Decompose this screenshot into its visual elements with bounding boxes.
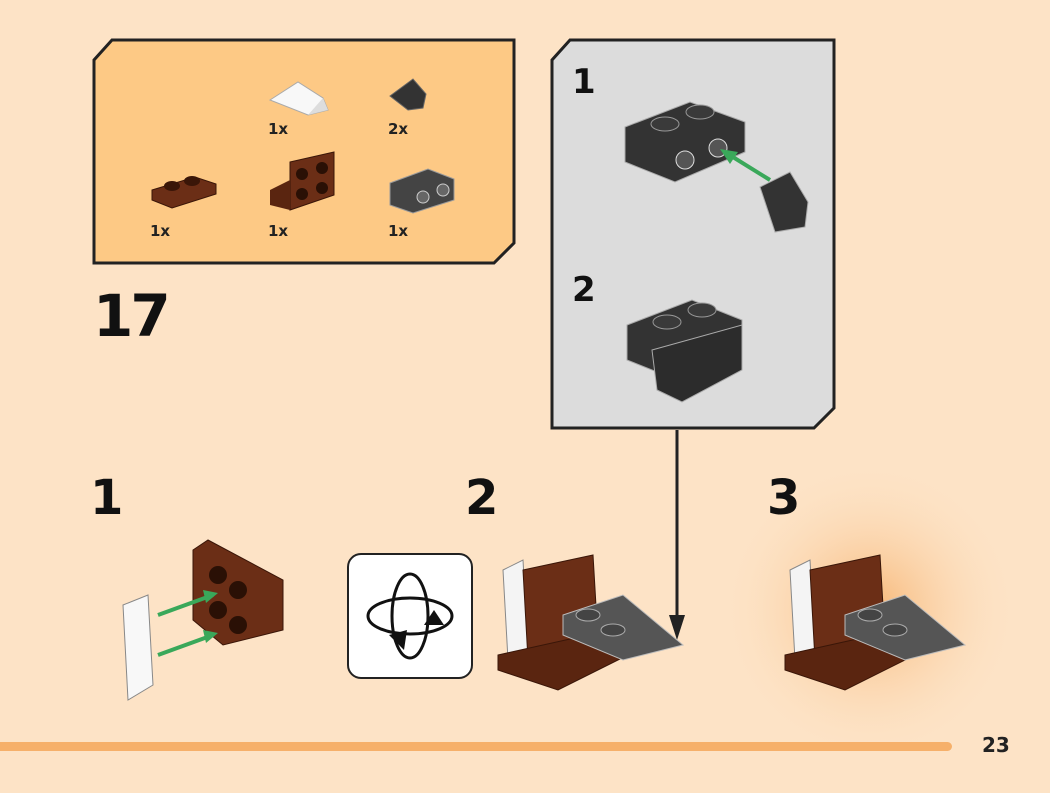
substep3-illustration xyxy=(784,554,967,691)
substep-number: 3 xyxy=(767,470,801,526)
rotate-model-icon xyxy=(347,553,473,679)
substep2-illustration xyxy=(497,554,685,691)
page-number: 23 xyxy=(982,733,1010,757)
sub-build-step-number: 2 xyxy=(572,270,596,310)
sub-build-arrow xyxy=(669,430,685,640)
substep1-illustration xyxy=(122,539,284,701)
part-qty: 1x xyxy=(388,222,409,240)
substep-number: 2 xyxy=(465,470,499,526)
part-qty: 1x xyxy=(268,120,289,138)
sub-build-step2-illustration xyxy=(626,299,743,403)
page-footer-rule xyxy=(0,742,952,751)
sub-build-step1-illustration xyxy=(624,101,809,233)
sub-build-panel xyxy=(550,38,836,430)
part-qty: 1x xyxy=(150,222,171,240)
brown-bracket-part-icon xyxy=(270,151,335,211)
step-number: 17 xyxy=(93,282,171,350)
part-qty: 2x xyxy=(388,120,409,138)
white-slope-part-icon xyxy=(268,81,329,116)
substep-number: 1 xyxy=(90,470,124,526)
gray-bracket-part-icon xyxy=(389,168,455,214)
part-qty: 1x xyxy=(268,222,289,240)
brown-plate-part-icon xyxy=(151,176,217,209)
black-slope-part-icon xyxy=(389,78,427,111)
sub-build-step-number: 1 xyxy=(572,62,596,102)
